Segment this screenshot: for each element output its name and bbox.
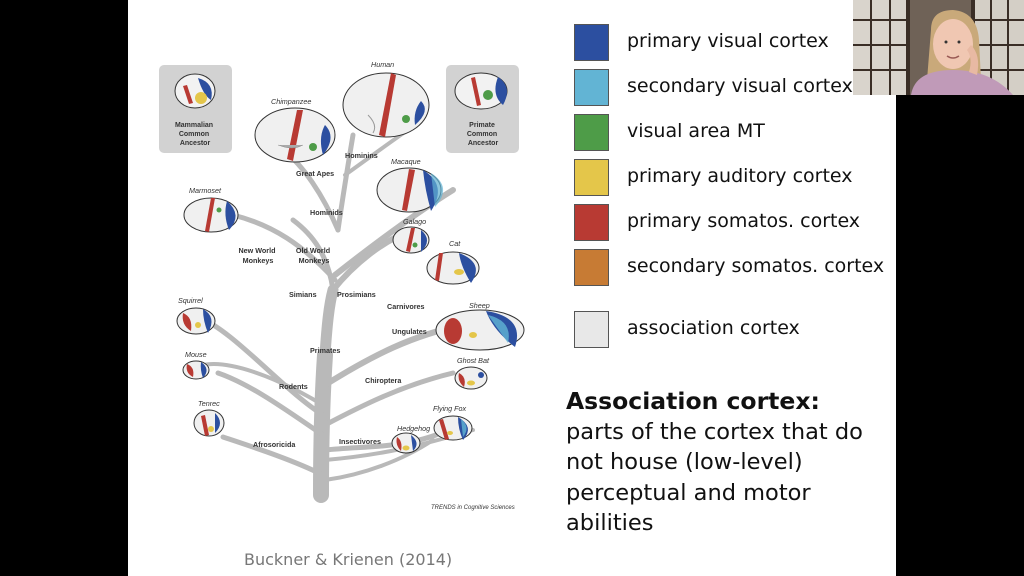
species-label-tenrec: Tenrec — [198, 399, 220, 408]
clade-label-simians: Simians — [289, 290, 317, 299]
species-label-flying-fox: Flying Fox — [433, 404, 467, 413]
clade-label-old-world-monkeys: Old World Monkeys — [296, 246, 332, 265]
human-brain — [342, 72, 430, 138]
clade-label-insectivores: Insectivores — [339, 437, 381, 446]
species-label-squirrel: Squirrel — [178, 296, 203, 305]
legend-swatch-association — [574, 311, 609, 348]
clade-label-hominids: Hominids — [310, 208, 343, 217]
legend-label-primary-auditory: primary auditory cortex — [627, 165, 853, 187]
chimpanzee-brain — [254, 107, 336, 163]
hedgehog-brain — [391, 432, 421, 454]
clade-label-prosimians: Prosimians — [337, 290, 376, 299]
clade-label-primates: Primates — [310, 346, 340, 355]
galago-brain — [392, 226, 430, 254]
legend-swatch-secondary-somatosensory — [574, 249, 609, 286]
sheep-brain — [435, 309, 525, 351]
species-label-marmoset: Marmoset — [189, 186, 222, 195]
webcam-video-feed — [853, 0, 1024, 95]
species-label-ghost-bat: Ghost Bat — [457, 356, 490, 365]
species-label-sheep: Sheep — [469, 301, 490, 310]
marmoset-brain — [183, 197, 239, 233]
primate-ancestor-label: Primate Common Ancestor — [467, 122, 499, 147]
mammalian-ancestor-line-3: Ancestor — [180, 140, 211, 147]
legend-label-secondary-visual: secondary visual cortex — [627, 75, 853, 97]
species-label-mouse: Mouse — [185, 350, 207, 359]
primate-ancestor-line-1: Primate — [469, 122, 495, 129]
slide: Mammalian Common Ancestor Primate Common… — [128, 0, 896, 576]
legend-swatch-primary-auditory — [574, 159, 609, 196]
flying-fox-brain — [433, 415, 473, 441]
mammalian-ancestor-label: Mammalian Common Ancestor — [175, 122, 215, 147]
species-label-hedgehog: Hedgehog — [397, 424, 430, 433]
primate-ancestor-line-2: Common — [467, 131, 497, 138]
species-label-human: Human — [371, 60, 394, 69]
phylogenetic-tree-figure: Mammalian Common Ancestor Primate Common… — [153, 55, 558, 517]
ghost-bat-brain — [454, 366, 488, 390]
squirrel-brain — [176, 307, 216, 335]
new-world-line-2: Monkeys — [243, 256, 274, 265]
legend-label-visual-mt: visual area MT — [627, 120, 765, 142]
old-world-line-1: Old World — [296, 246, 330, 255]
legend-swatch-primary-somatosensory — [574, 204, 609, 241]
species-label-galago: Galago — [403, 217, 426, 226]
mammalian-ancestor-box: Mammalian Common Ancestor — [159, 65, 232, 153]
definition-text: parts of the cortex that do not house (l… — [566, 418, 863, 537]
mammalian-ancestor-line-2: Common — [179, 131, 209, 138]
definition-title: Association cortex: — [566, 387, 820, 415]
species-label-macaque: Macaque — [391, 157, 421, 166]
legend-swatch-primary-visual — [574, 24, 609, 61]
clade-label-afrosoricida: Afrosoricida — [253, 440, 296, 449]
cat-brain — [426, 251, 480, 285]
clade-label-carnivores: Carnivores — [387, 302, 425, 311]
old-world-line-2: Monkeys — [299, 256, 330, 265]
clade-label-new-world-monkeys: New World Monkeys — [238, 246, 277, 265]
primate-ancestor-line-3: Ancestor — [468, 140, 499, 147]
mouse-brain — [182, 360, 210, 380]
new-world-line-1: New World — [238, 246, 275, 255]
webcam-image — [853, 0, 1024, 95]
legend-label-primary-visual: primary visual cortex — [627, 30, 829, 52]
association-cortex-definition: Association cortex: parts of the cortex … — [566, 386, 886, 539]
primate-ancestor-box: Primate Common Ancestor — [446, 65, 519, 153]
legend-swatch-visual-mt — [574, 114, 609, 151]
macaque-brain — [376, 167, 444, 213]
clade-label-hominins: Hominins — [345, 151, 378, 160]
legend-label-primary-somatosensory: primary somatos. cortex — [627, 210, 861, 232]
clade-label-chiroptera: Chiroptera — [365, 376, 402, 385]
species-label-cat: Cat — [449, 239, 461, 248]
mammalian-ancestor-line-1: Mammalian — [175, 122, 213, 129]
phylogenetic-tree-svg: Mammalian Common Ancestor Primate Common… — [159, 60, 525, 511]
legend-label-secondary-somatosensory: secondary somatos. cortex — [627, 255, 885, 277]
clade-label-ungulates: Ungulates — [392, 327, 427, 336]
tenrec-brain — [193, 409, 225, 437]
figure-source-credit: TRENDS in Cognitive Sciences — [431, 505, 515, 511]
clade-label-rodents: Rodents — [279, 382, 308, 391]
clade-label-great-apes: Great Apes — [296, 169, 334, 178]
legend-swatch-secondary-visual — [574, 69, 609, 106]
citation: Buckner & Krienen (2014) — [244, 550, 453, 569]
species-label-chimpanzee: Chimpanzee — [271, 97, 311, 106]
legend-label-association: association cortex — [627, 317, 800, 339]
